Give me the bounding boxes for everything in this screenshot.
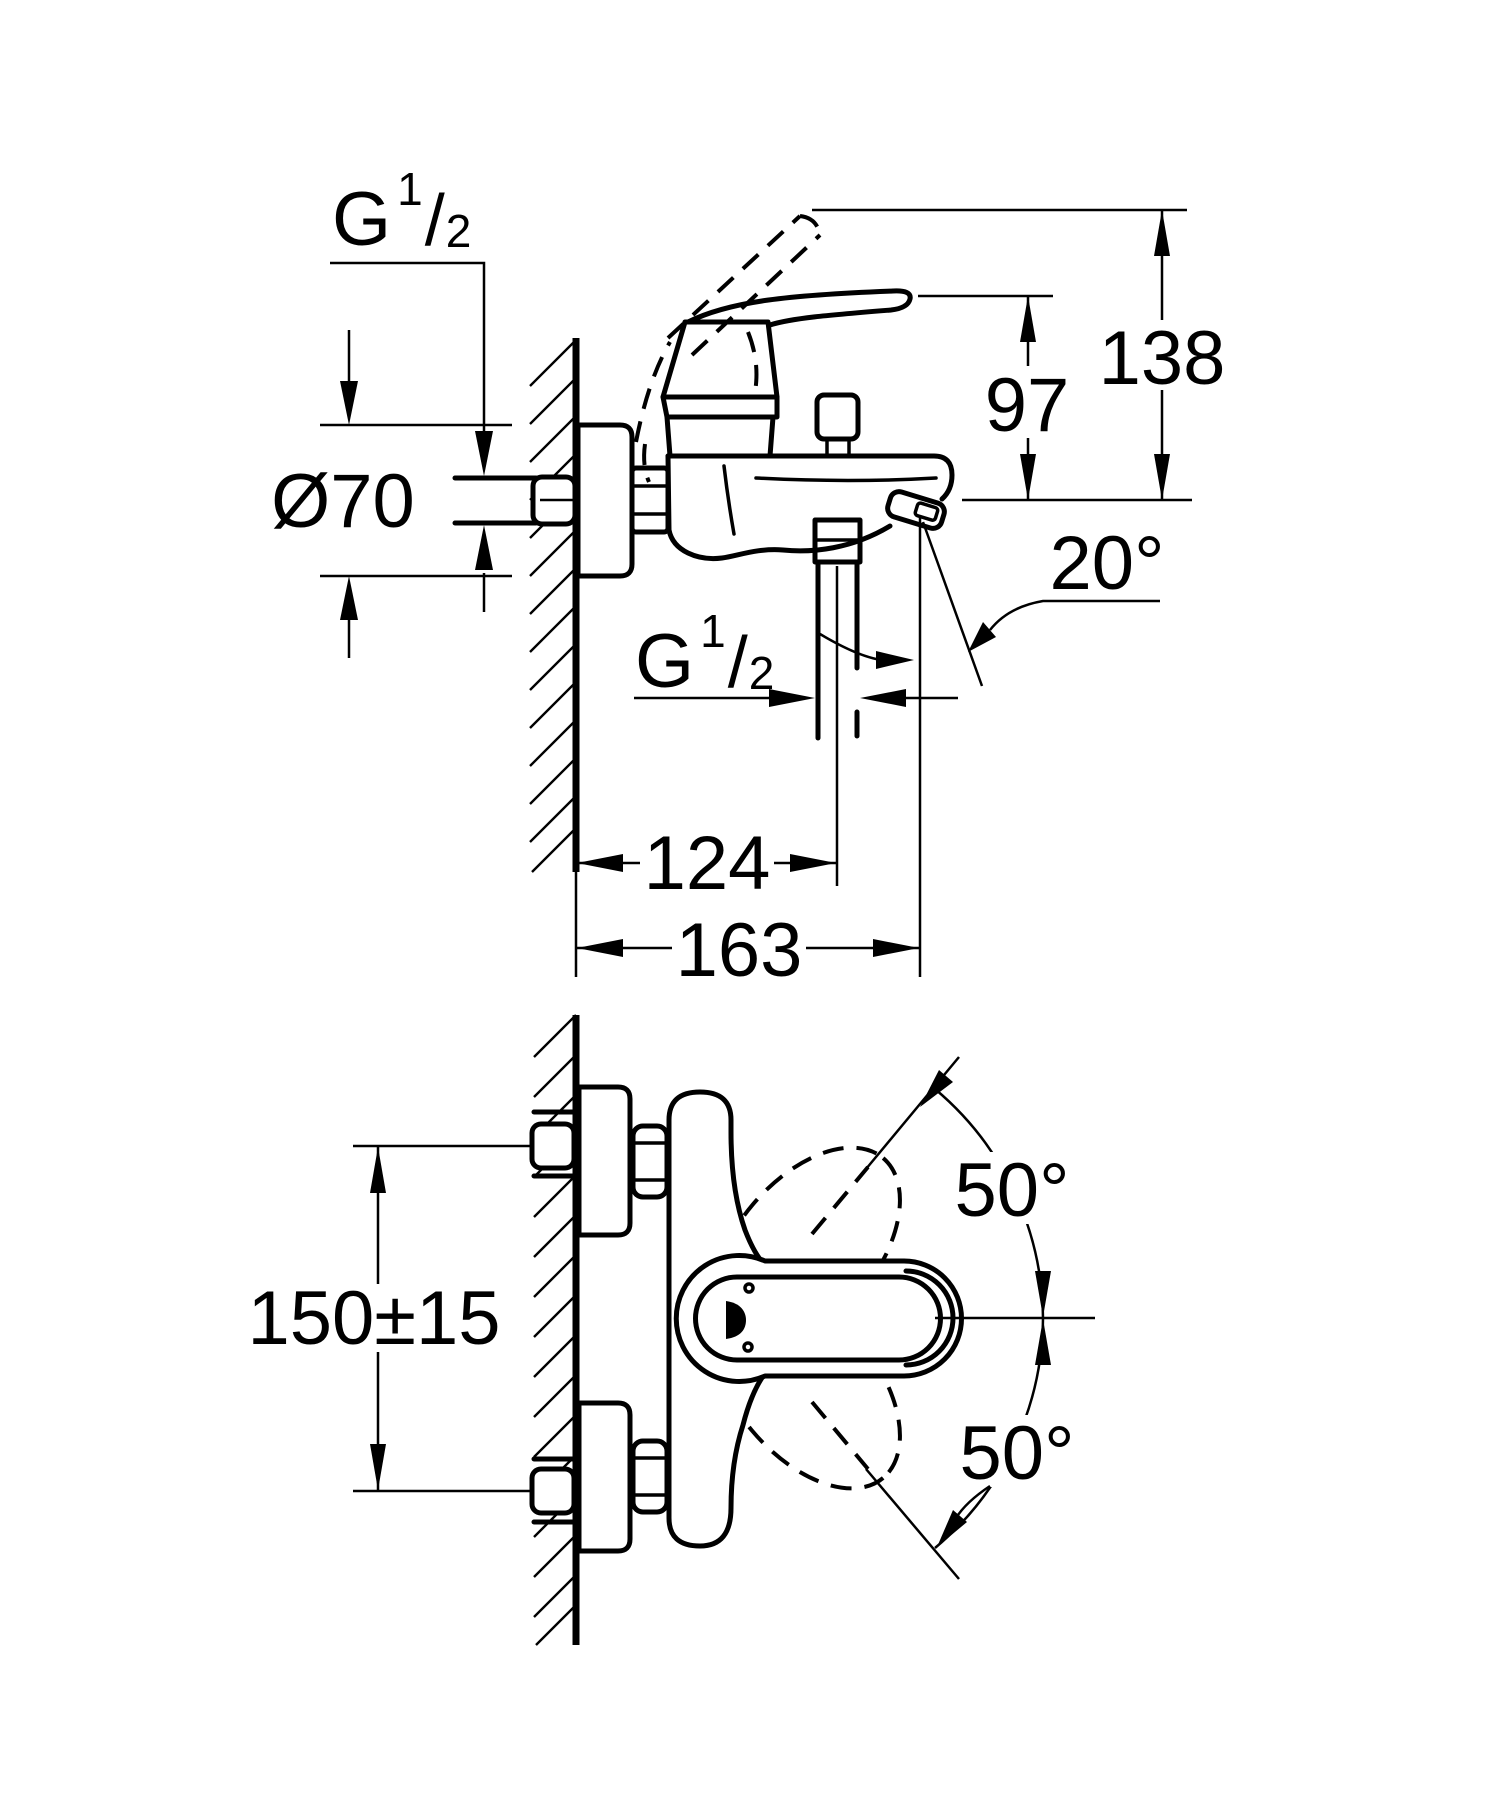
upper-pipe-stub bbox=[531, 1109, 579, 1179]
dim-flange-diameter: Ø70 bbox=[271, 330, 512, 658]
swivel-down-label: 50° bbox=[960, 1411, 1075, 1496]
shower-outlet bbox=[812, 517, 863, 886]
escutcheon-flange-side bbox=[575, 422, 635, 579]
dim-connection-distance: 150±15 bbox=[247, 1144, 532, 1493]
lower-union-nut-plan bbox=[630, 1438, 670, 1515]
dim-spout-angle: 20° bbox=[819, 518, 1165, 977]
dim-swivel-up: 50° bbox=[865, 1056, 1078, 1319]
wall-hatching-side bbox=[529, 339, 577, 873]
wall-to-spout-label: 163 bbox=[676, 908, 803, 993]
axis-up-dashed bbox=[810, 1165, 870, 1236]
dim-swivel-down: 50° bbox=[865, 1317, 1083, 1580]
body-accent-line bbox=[754, 476, 938, 483]
spout-angle-line bbox=[921, 521, 984, 687]
lower-escutcheon bbox=[576, 1400, 633, 1554]
union-nut-side bbox=[629, 465, 671, 535]
flange-diameter-label: Ø70 bbox=[271, 459, 415, 544]
side-elevation: G1/2 Ø70 97 bbox=[271, 163, 1230, 993]
swivel-down-ray bbox=[865, 1468, 960, 1580]
upper-escutcheon bbox=[576, 1084, 633, 1238]
dim-height-lever: 97 bbox=[980, 296, 1075, 500]
connection-distance-label: 150±15 bbox=[247, 1276, 500, 1361]
swivel-up-label: 50° bbox=[955, 1148, 1070, 1233]
lower-wall-bolt bbox=[529, 1466, 577, 1516]
lower-connection bbox=[529, 1456, 579, 1525]
handle-dome bbox=[660, 319, 780, 400]
upper-wall-bolt bbox=[529, 1121, 577, 1171]
lever-handle-plan bbox=[673, 1253, 964, 1384]
axis-down-dashed bbox=[810, 1400, 870, 1471]
spout-angle-leader bbox=[989, 599, 1160, 631]
lever-handle-side bbox=[660, 288, 913, 459]
swivel-up-ray bbox=[865, 1056, 960, 1170]
upper-union-nut-plan bbox=[630, 1123, 670, 1200]
plan-view: 150±15 50° 50° bbox=[247, 1014, 1095, 1646]
mixer-body-side bbox=[665, 453, 955, 562]
dim-height-raised-lever: 138 bbox=[1096, 210, 1230, 500]
dim-wall-to-outlet: 124 bbox=[577, 821, 836, 906]
spout-angle-label: 20° bbox=[1050, 521, 1165, 606]
spout-tip bbox=[885, 489, 947, 531]
wall-to-outlet-label: 124 bbox=[644, 821, 771, 906]
height-lever-label: 97 bbox=[985, 363, 1070, 448]
handle-dot-upper bbox=[743, 1282, 755, 1294]
upper-connection bbox=[529, 1109, 579, 1179]
body-inner-line bbox=[722, 464, 736, 536]
handle-top-face bbox=[693, 1274, 943, 1363]
lever-handle-raised-dashed bbox=[634, 214, 822, 483]
handle-dot-lower bbox=[742, 1341, 754, 1353]
thread-top-leader bbox=[330, 261, 486, 432]
diverter-knob bbox=[814, 392, 861, 458]
height-raised-lever-label: 138 bbox=[1099, 316, 1226, 401]
lower-pipe-stub bbox=[531, 1456, 579, 1525]
handle-logo-mark bbox=[726, 1301, 746, 1339]
dim-wall-to-spout: 163 bbox=[577, 908, 919, 993]
aerator-detail bbox=[913, 501, 940, 522]
